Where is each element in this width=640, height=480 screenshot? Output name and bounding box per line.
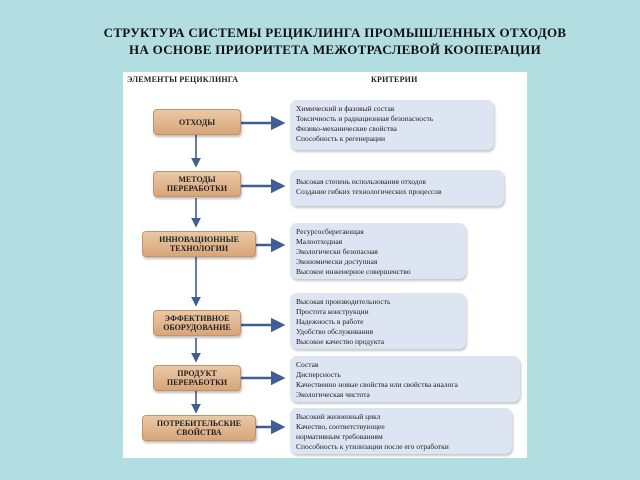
criteria-item: Ресурсосберегающая — [296, 227, 364, 236]
criteria-box-innovative-technologies: Ресурсосберегающая Малоотходная Экологич… — [290, 223, 466, 279]
diagram-panel: ЭЛЕМЕНТЫ РЕЦИКЛИНГА КРИТЕРИИ ОТХОДЫ Хими… — [123, 72, 527, 458]
criteria-item: Малоотходная — [296, 237, 343, 246]
element-box-waste: ОТХОДЫ — [153, 109, 241, 135]
criteria-item: Высокое инженерное совершенство — [296, 267, 411, 276]
criteria-item: Надежность в работе — [296, 317, 364, 326]
arrow-layer — [191, 115, 286, 435]
element-box-methods: МЕТОДЫ ПЕРЕРАБОТКИ — [153, 171, 241, 197]
criteria-item: Экономически доступная — [296, 257, 378, 266]
criteria-item: Экологически безопасная — [296, 247, 378, 256]
element-box-efficient-equipment: ЭФФЕКТИВНОЕ ОБОРУДОВАНИЕ — [153, 310, 241, 336]
element-label: ИННОВАЦИОННЫЕ ТЕХНОЛОГИИ — [159, 235, 239, 253]
criteria-box-efficient-equipment: Высокая производительность Простота конс… — [290, 293, 466, 349]
criteria-box-waste: Химический и фазовый состав Токсичность … — [290, 100, 494, 150]
element-label: ПРОДУКТ ПЕРЕРАБОТКИ — [166, 369, 228, 387]
criteria-box-methods: Высокая степень использования отходов Со… — [290, 170, 504, 206]
criteria-item: Токсичность и радиационная безопасность — [296, 114, 434, 123]
element-label: ОТХОДЫ — [178, 117, 216, 127]
criteria-item: нормативным требованиям — [296, 432, 383, 441]
criteria-box-consumer-properties: Высокий жизненный цикл Качество, соответ… — [290, 408, 512, 454]
criteria-item: Экологическая чистота — [296, 390, 370, 399]
title-line-2: НА ОСНОВЕ ПРИОРИТЕТА МЕЖОТРАСЛЕВОЙ КООПЕ… — [128, 42, 541, 57]
element-label: ЭФФЕКТИВНОЕ ОБОРУДОВАНИЕ — [163, 314, 231, 332]
diagram-title: СТРУКТУРА СИСТЕМЫ РЕЦИКЛИНГА ПРОМЫШЛЕННЫ… — [40, 24, 630, 58]
criteria-item: Простота конструкции — [296, 307, 369, 316]
criteria-item: Высокая производительность — [296, 297, 391, 306]
criteria-item: Состав — [296, 360, 319, 369]
title-line-1: СТРУКТУРА СИСТЕМЫ РЕЦИКЛИНГА ПРОМЫШЛЕННЫ… — [103, 25, 567, 40]
element-box-innovative-technologies: ИННОВАЦИОННЫЕ ТЕХНОЛОГИИ — [142, 231, 256, 257]
element-label: ПОТРЕБИТЕЛЬСКИЕ СВОЙСТВА — [156, 419, 242, 437]
criteria-item: Дисперсность — [296, 370, 341, 379]
element-label: МЕТОДЫ ПЕРЕРАБОТКИ — [166, 175, 228, 193]
criteria-item: Качественно новые свойства или свойства … — [296, 380, 458, 389]
criteria-item: Физико-механические свойства — [296, 124, 397, 133]
element-box-processed-product: ПРОДУКТ ПЕРЕРАБОТКИ — [153, 365, 241, 391]
criteria-item: Химический и фазовый состав — [296, 104, 395, 113]
elements-column-header: ЭЛЕМЕНТЫ РЕЦИКЛИНГА — [127, 75, 239, 84]
criteria-item: Удобство обслуживания — [296, 327, 374, 336]
element-box-consumer-properties: ПОТРЕБИТЕЛЬСКИЕ СВОЙСТВА — [142, 415, 256, 441]
criteria-item: Высокая степень использования отходов — [296, 177, 426, 186]
criteria-item: Способность к регенерации — [296, 134, 386, 143]
criteria-box-processed-product: Состав Дисперсность Качественно новые св… — [290, 356, 520, 402]
criteria-item: Высокое качество продукта — [296, 337, 385, 346]
criteria-item: Высокий жизненный цикл — [296, 412, 381, 421]
criteria-item: Способность к утилизации после его отраб… — [296, 442, 449, 451]
criteria-item: Качество, соответствующее — [296, 422, 385, 431]
criteria-item: Создание гибких технологических процессо… — [296, 187, 442, 196]
criteria-column-header: КРИТЕРИИ — [371, 75, 418, 84]
